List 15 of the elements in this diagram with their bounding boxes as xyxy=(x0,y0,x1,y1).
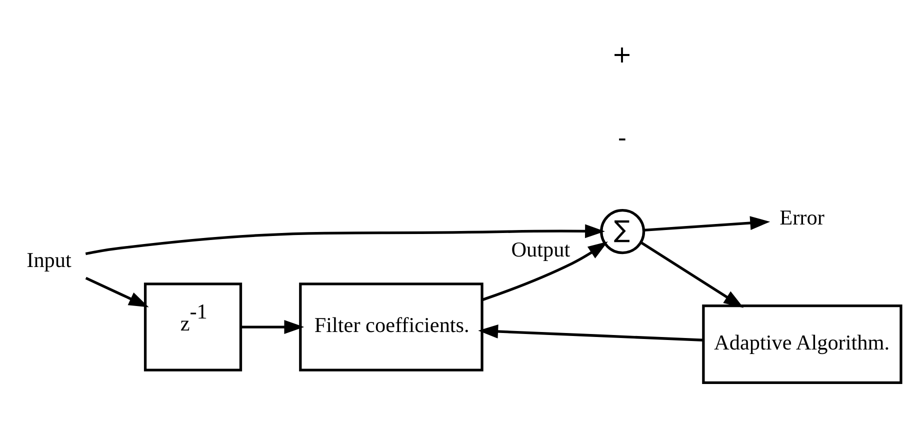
arrow xyxy=(85,276,149,307)
node-box: Filter coefficients. xyxy=(299,282,484,371)
label: + xyxy=(612,40,632,68)
arrow xyxy=(640,240,744,308)
arrow xyxy=(478,324,704,341)
arrow xyxy=(241,320,304,334)
node-text: Error xyxy=(780,205,824,230)
node-text: Input xyxy=(26,248,72,272)
arrow xyxy=(644,216,770,232)
label: - xyxy=(618,123,627,152)
arrow xyxy=(85,224,605,255)
node-box: Adaptive Algorithm. xyxy=(702,304,902,384)
arrow xyxy=(482,241,608,301)
node-circle: ∑ xyxy=(600,208,646,254)
edge-label: Output xyxy=(511,236,570,261)
